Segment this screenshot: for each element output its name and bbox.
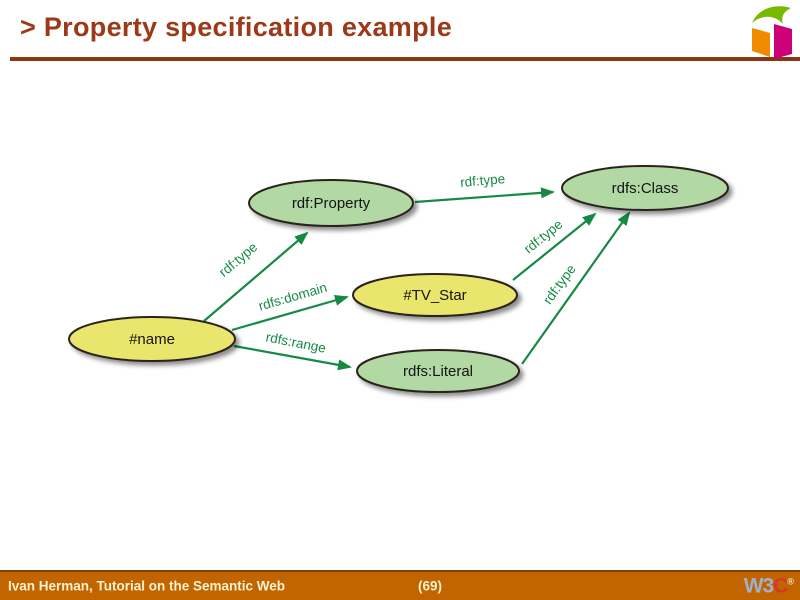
cube-logo-leaf [752,6,791,24]
footer-bar: Ivan Herman, Tutorial on the Semantic We… [0,570,800,600]
footer-author: Ivan Herman, Tutorial on the Semantic We… [8,578,286,594]
cube-logo-left-face [752,28,770,57]
cube-logo-icon [752,6,792,59]
node-label-rdfs-class: rdfs:Class [612,180,679,197]
w3c-logo-mark: ® [787,576,794,587]
node-label-name: #name [129,331,175,348]
edge-label-rdftype-name-property: rdf:type [216,239,260,279]
title-rule [10,57,800,61]
node-label-tv-star: #TV_Star [403,287,466,304]
cube-logo-right-face [774,24,792,59]
edge-rdfsdomain-name-to-tvstar [231,295,349,332]
edge-label-rdftype-literal-class: rdf:type [540,262,579,307]
node-label-rdfs-literal: rdfs:Literal [403,363,473,380]
edge-rdftype-literal-to-class [521,211,631,365]
w3c-logo-w3: W3 [743,574,774,598]
edge-label-rdftype-top: rdf:type [460,171,506,190]
node-name: #name [68,316,236,362]
node-label-rdf-property: rdf:Property [292,195,371,212]
edge-label-rdfsrange: rdfs:range [265,329,328,355]
edge-rdftype-property-to-class [414,187,555,204]
w3c-logo-c: C [773,574,788,598]
node-rdfs-class: rdfs:Class [561,165,729,211]
w3c-logo[interactable]: W3C® [744,576,794,597]
edge-rdftype-tvstar-to-class [512,212,597,281]
node-rdf-property: rdf:Property [248,179,414,227]
edge-label-rdftype-tvstar-class: rdf:type [521,217,565,257]
footer-page-number: (69) [417,578,443,594]
node-tv-star: #TV_Star [352,273,518,317]
edge-rdftype-name-to-property [203,231,309,322]
slide-title: > Property specification example [20,12,453,42]
edge-rdfsrange-name-to-literal [233,344,352,371]
node-rdfs-literal: rdfs:Literal [356,349,520,393]
edge-label-rdfsdomain: rdfs:domain [257,280,329,314]
